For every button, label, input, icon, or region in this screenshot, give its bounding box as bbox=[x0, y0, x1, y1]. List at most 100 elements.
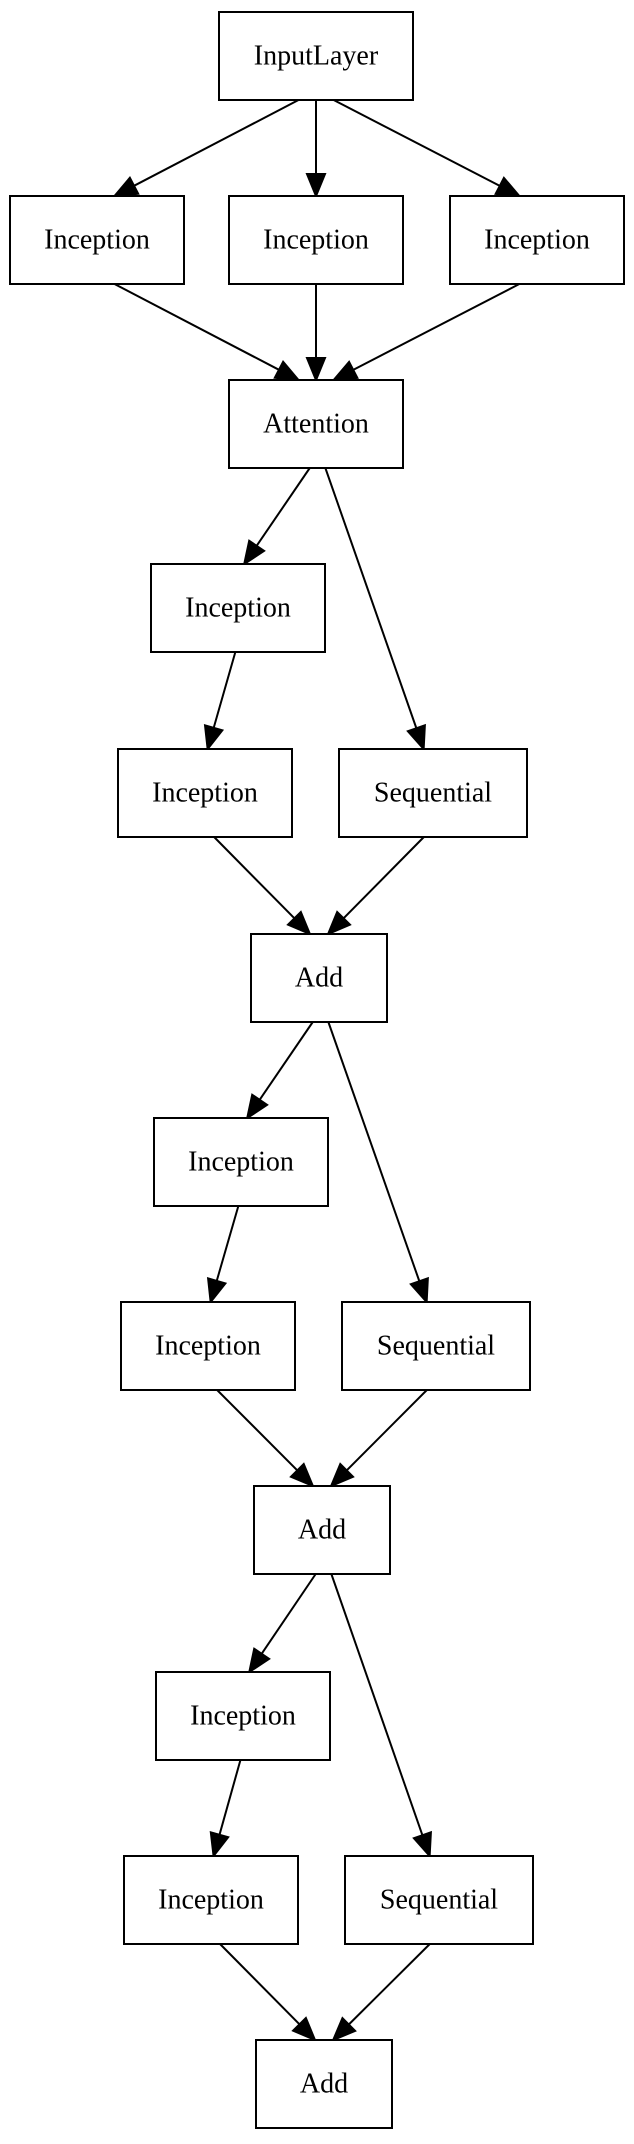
node-box bbox=[250, 933, 388, 1023]
edge-line bbox=[213, 836, 296, 920]
edge-seq_d-to-add_d bbox=[331, 1943, 431, 2042]
node-inc_b2: Inception bbox=[117, 748, 293, 838]
node-label: Inception bbox=[185, 593, 291, 624]
edge-line bbox=[216, 1389, 299, 1472]
node-seq_d: Sequential bbox=[344, 1855, 534, 1945]
node-label: Add bbox=[295, 963, 343, 994]
edges-layer bbox=[112, 99, 522, 2042]
node-label: InputLayer bbox=[254, 41, 379, 72]
arrowhead-icon bbox=[112, 176, 140, 198]
edge-inc_a3-to-attention bbox=[331, 283, 520, 382]
edge-line bbox=[258, 1021, 314, 1101]
node-label: Sequential bbox=[377, 1331, 495, 1362]
edge-line bbox=[133, 99, 299, 187]
edge-line bbox=[212, 651, 237, 729]
edge-add_b-to-inc_c1 bbox=[245, 1021, 314, 1121]
node-seq_c: Sequential bbox=[341, 1301, 531, 1391]
edge-inc_b2-to-add_b bbox=[213, 836, 312, 936]
node-inc_d1: Inception bbox=[155, 1671, 331, 1761]
edge-line bbox=[342, 836, 425, 920]
node-box bbox=[228, 195, 404, 285]
node-add_c: Add bbox=[253, 1485, 391, 1575]
edge-line bbox=[333, 99, 501, 187]
edge-attention-to-seq_b bbox=[324, 467, 426, 752]
node-inc_c2: Inception bbox=[120, 1301, 296, 1391]
arrowhead-icon bbox=[494, 176, 522, 198]
node-box bbox=[117, 748, 293, 838]
node-box bbox=[344, 1855, 534, 1945]
node-box bbox=[228, 379, 404, 469]
arrowhead-icon bbox=[289, 1462, 315, 1488]
node-input: InputLayer bbox=[218, 11, 414, 101]
edge-line bbox=[324, 467, 418, 729]
node-label: Inception bbox=[263, 225, 369, 256]
edge-inc_d2-to-add_d bbox=[219, 1943, 317, 2042]
arrowhead-icon bbox=[329, 1462, 355, 1488]
node-inc_a3: Inception bbox=[449, 195, 625, 285]
node-add_b: Add bbox=[250, 933, 388, 1023]
node-box bbox=[155, 1671, 331, 1761]
node-box bbox=[218, 11, 414, 101]
node-label: Add bbox=[298, 1515, 346, 1546]
node-box bbox=[120, 1301, 296, 1391]
edge-line bbox=[260, 1573, 317, 1655]
node-label: Inception bbox=[152, 778, 258, 809]
edge-line bbox=[215, 1205, 240, 1282]
arrowhead-icon bbox=[209, 1831, 230, 1859]
edge-line bbox=[219, 1943, 301, 2026]
arrowhead-icon bbox=[331, 2016, 357, 2042]
edge-attention-to-inc_b1 bbox=[242, 467, 311, 567]
arrowhead-icon bbox=[409, 1276, 429, 1305]
node-box bbox=[449, 195, 625, 285]
arrowhead-icon bbox=[247, 1647, 271, 1675]
node-label: Inception bbox=[44, 225, 150, 256]
edge-inc_c2-to-add_c bbox=[216, 1389, 315, 1488]
node-box bbox=[150, 563, 326, 653]
node-label: Inception bbox=[158, 1885, 264, 1916]
node-inc_b1: Inception bbox=[150, 563, 326, 653]
node-box bbox=[123, 1855, 299, 1945]
edge-seq_c-to-add_c bbox=[329, 1389, 428, 1488]
node-inc_d2: Inception bbox=[123, 1855, 299, 1945]
node-box bbox=[253, 1485, 391, 1575]
node-inc_a2: Inception bbox=[228, 195, 404, 285]
edge-inc_a1-to-attention bbox=[114, 283, 301, 382]
edge-line bbox=[327, 1021, 421, 1282]
node-label: Add bbox=[300, 2069, 348, 2100]
edge-line bbox=[348, 1943, 431, 2026]
edge-line bbox=[330, 1573, 424, 1836]
edge-input-to-inc_a3 bbox=[333, 99, 522, 198]
edge-line bbox=[352, 283, 520, 371]
edge-inc_b1-to-inc_b2 bbox=[203, 651, 237, 752]
edge-line bbox=[114, 283, 280, 371]
edge-line bbox=[345, 1389, 428, 1472]
arrowhead-icon bbox=[273, 360, 301, 382]
node-inc_c1: Inception bbox=[153, 1117, 329, 1207]
node-attention: Attention bbox=[228, 379, 404, 469]
node-box bbox=[255, 2039, 393, 2129]
node-box bbox=[338, 748, 528, 838]
node-label: Inception bbox=[484, 225, 590, 256]
edge-seq_b-to-add_b bbox=[326, 836, 425, 936]
arrowhead-icon bbox=[291, 2016, 317, 2042]
edge-input-to-inc_a1 bbox=[112, 99, 299, 198]
node-add_d: Add bbox=[255, 2039, 393, 2129]
node-label: Inception bbox=[190, 1701, 296, 1732]
arrowhead-icon bbox=[412, 1830, 432, 1859]
edge-add_c-to-inc_d1 bbox=[247, 1573, 317, 1675]
arrowhead-icon bbox=[331, 360, 359, 382]
edge-line bbox=[255, 467, 311, 547]
node-label: Attention bbox=[263, 409, 369, 440]
node-label: Sequential bbox=[374, 778, 492, 809]
arrowhead-icon bbox=[305, 173, 327, 199]
edge-add_c-to-seq_d bbox=[330, 1573, 432, 1859]
arrowhead-icon bbox=[305, 357, 327, 383]
arrowhead-icon bbox=[286, 910, 312, 936]
node-box bbox=[341, 1301, 531, 1391]
edge-add_b-to-seq_c bbox=[327, 1021, 429, 1305]
edge-line bbox=[218, 1759, 242, 1836]
node-label: Inception bbox=[155, 1331, 261, 1362]
arrowhead-icon bbox=[326, 910, 352, 936]
